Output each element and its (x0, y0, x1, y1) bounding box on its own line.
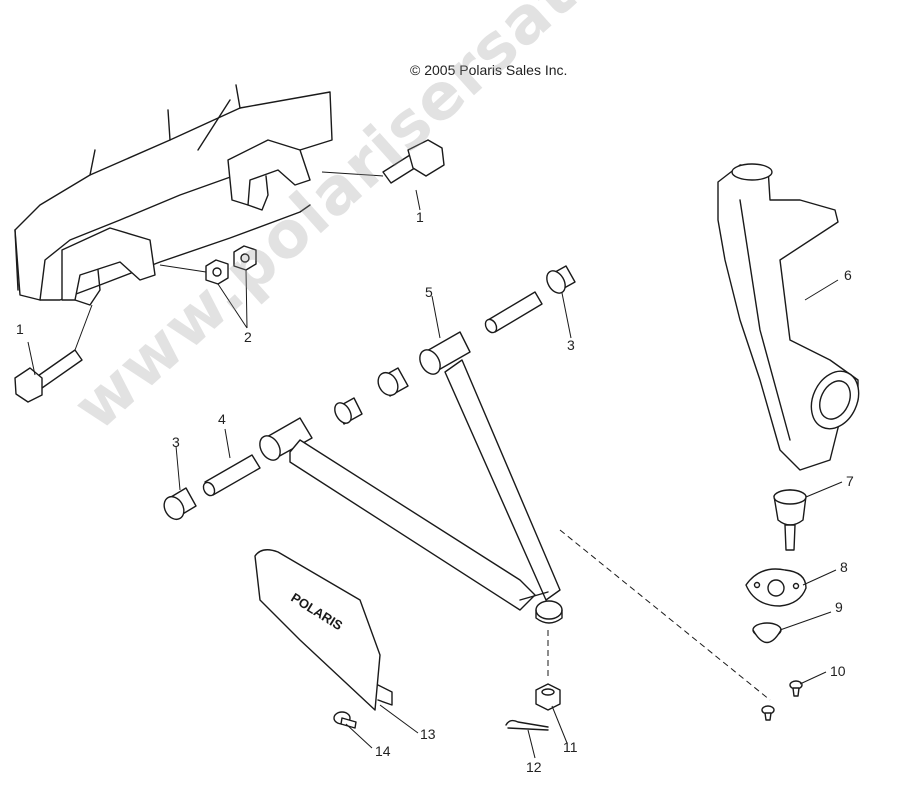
frame-assembly (14, 84, 333, 306)
bolt-1-upper (382, 139, 445, 184)
screw-10 (761, 680, 803, 721)
spindle-6 (717, 163, 860, 471)
callout-3-right: 3 (567, 337, 575, 353)
callout-1-left: 1 (16, 321, 24, 337)
ball-joint-7 (773, 489, 807, 551)
callout-12: 12 (526, 759, 542, 775)
callout-7: 7 (846, 473, 854, 489)
pivot-bushings-middle (334, 367, 409, 425)
retainer-plate-8 (745, 568, 807, 607)
a-arm-guard-13 (254, 549, 393, 711)
callout-3-left: 3 (172, 434, 180, 450)
callout-14: 14 (375, 743, 391, 759)
sleeve-4-left (202, 454, 261, 497)
callout-1-upper: 1 (416, 209, 424, 225)
callout-4: 4 (218, 411, 226, 427)
copyright-text: © 2005 Polaris Sales Inc. (410, 62, 568, 78)
callout-6: 6 (844, 267, 852, 283)
cotter-pin-12 (505, 719, 549, 731)
callout-8: 8 (840, 559, 848, 575)
nuts-2 (205, 245, 257, 285)
callout-13: 13 (420, 726, 436, 742)
sleeve-4-right (484, 291, 543, 334)
callout-9: 9 (835, 599, 843, 615)
bolt-1-left (14, 349, 83, 403)
a-arm-5 (259, 331, 563, 624)
assembly-dashed-lines (547, 529, 771, 701)
callout-11: 11 (563, 739, 578, 755)
callout-2: 2 (244, 329, 252, 345)
polaris-logo-on-guard: POLARIS (288, 590, 345, 634)
castle-nut-11 (535, 683, 561, 711)
callout-5: 5 (425, 284, 433, 300)
flange-bushing-3-left (163, 487, 197, 521)
flange-bushing-3-right (546, 265, 576, 294)
screw-14 (333, 711, 357, 729)
callout-10: 10 (830, 663, 846, 679)
leader-lines (27, 171, 843, 759)
